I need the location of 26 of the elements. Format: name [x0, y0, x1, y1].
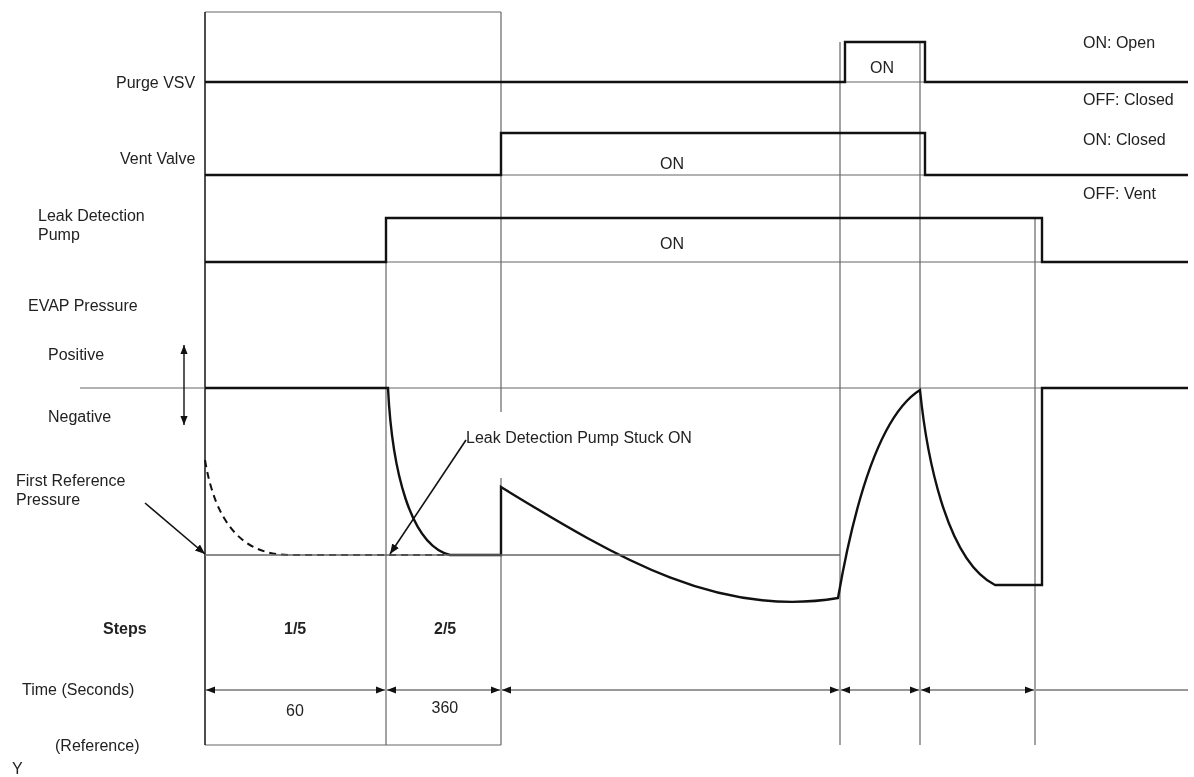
text-label: ON — [870, 57, 894, 77]
text-label: Purge VSV — [116, 72, 196, 92]
text-label: Negative — [48, 406, 112, 426]
leader-line — [144, 502, 206, 555]
text-label: ON — [660, 153, 684, 173]
text-label: EVAP Pressure — [28, 295, 138, 315]
text-label: OFF: Vent — [1083, 183, 1156, 203]
text-label: Y — [12, 758, 23, 777]
text-label: Positive — [48, 344, 105, 364]
text-label: Leak Detection Pump — [38, 206, 146, 244]
text-label: 60 — [286, 700, 304, 720]
text-label: OFF: Closed — [1083, 89, 1174, 109]
text-label: Vent Valve — [120, 148, 196, 168]
text-label: 360 — [431, 697, 459, 717]
text-label: ON: Open — [1083, 32, 1156, 52]
text-label: ON — [660, 233, 684, 253]
callout-text: Leak Detection Pump Stuck ON — [466, 427, 692, 447]
step-label: Steps — [103, 618, 147, 638]
text-label: ON: Closed — [1083, 129, 1166, 149]
callout-text: First Reference Pressure — [16, 471, 144, 509]
text-label: Time (Seconds) — [22, 679, 135, 699]
leader-line — [389, 439, 467, 555]
text-label: (Reference) — [55, 735, 140, 755]
step-label: 2/5 — [434, 618, 457, 638]
step-label: 1/5 — [284, 618, 307, 638]
reference-line — [204, 554, 841, 556]
